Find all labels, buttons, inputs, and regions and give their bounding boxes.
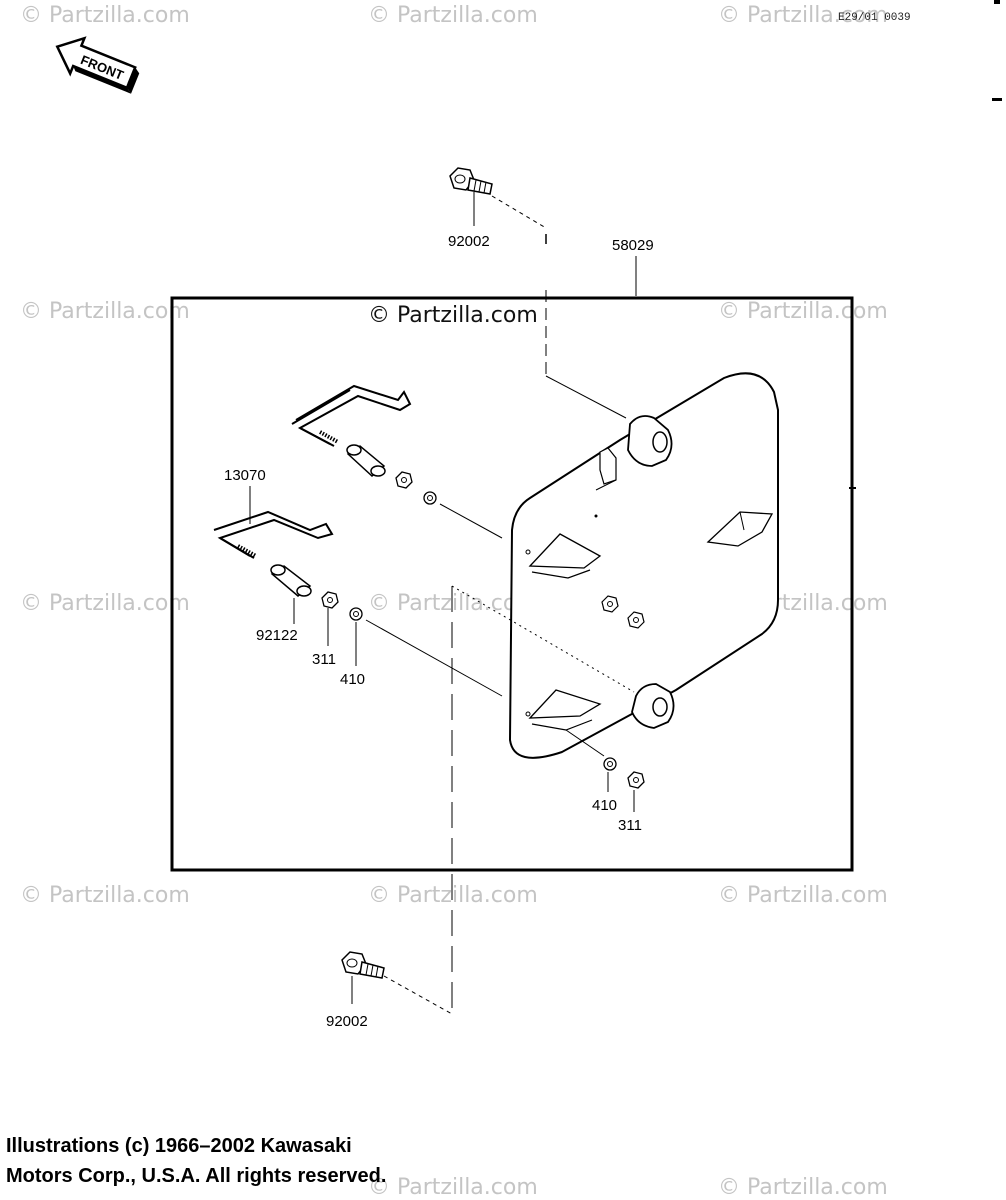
nut-upper-icon xyxy=(395,471,413,489)
part-label-13070: 13070 xyxy=(224,467,266,484)
centerline xyxy=(545,375,627,419)
centerline xyxy=(365,619,503,697)
watermark: © Partzilla.com xyxy=(718,1175,888,1200)
watermark: © Partzilla.com xyxy=(368,591,538,616)
watermark-grid: © Partzilla.com © Partzilla.com © Partzi… xyxy=(20,3,888,1200)
part-label-58029: 58029 xyxy=(612,237,654,254)
watermark: © Partzilla.com xyxy=(368,883,538,908)
nut-right-icon xyxy=(627,771,645,789)
centerline xyxy=(565,729,605,757)
watermark: © Partzilla.com xyxy=(368,3,538,28)
watermark: © Partzilla.com xyxy=(20,3,190,28)
centerline xyxy=(439,503,503,539)
centerline xyxy=(451,585,635,693)
nut-left-icon xyxy=(321,591,339,609)
battery-plate-icon xyxy=(508,372,779,759)
edge-mark xyxy=(992,98,1002,101)
copyright-line-2: Motors Corp., U.S.A. All rights reserved… xyxy=(6,1165,387,1187)
part-label-410-right: 410 xyxy=(592,797,617,814)
centerline xyxy=(383,975,453,1015)
collar-lower-icon xyxy=(270,564,312,597)
watermark: © Partzilla.com xyxy=(368,1175,538,1200)
washer-right-icon xyxy=(603,757,617,771)
washer-upper-icon xyxy=(423,491,437,505)
part-label-92002-bottom: 92002 xyxy=(326,1013,368,1030)
bracket-lower-icon xyxy=(213,510,334,559)
part-label-410-left: 410 xyxy=(340,671,365,688)
bracket-upper-icon xyxy=(291,384,412,447)
center-watermark: © Partzilla.com xyxy=(368,303,538,328)
bolt-top-icon xyxy=(449,167,493,195)
washer-left-icon xyxy=(349,607,363,621)
front-arrow-icon: FRONT xyxy=(55,36,140,94)
part-label-92002-top: 92002 xyxy=(448,233,490,250)
part-label-311-right: 311 xyxy=(618,817,642,834)
part-label-92122: 92122 xyxy=(256,627,298,644)
watermark: © Partzilla.com xyxy=(20,591,190,616)
assembly-box xyxy=(170,296,854,872)
copyright-notice: Illustrations (c) 1966–2002 Kawasaki Mot… xyxy=(6,1131,386,1191)
bolt-bottom-icon xyxy=(341,951,385,979)
watermark: © Partzilla.com xyxy=(718,3,888,28)
collar-upper-icon xyxy=(346,444,386,477)
edge-mark xyxy=(994,0,1000,4)
drawing-code: E29/01 0039 xyxy=(838,12,911,24)
watermark: © Partzilla.com xyxy=(718,299,888,324)
copyright-line-1: Illustrations (c) 1966–2002 Kawasaki xyxy=(6,1135,352,1157)
watermark: © Partzilla.com xyxy=(718,883,888,908)
centerline xyxy=(491,195,547,229)
watermark: © Partzilla.com xyxy=(20,299,190,324)
watermark: © Partzilla.com xyxy=(20,883,190,908)
part-label-311-left: 311 xyxy=(312,651,336,668)
